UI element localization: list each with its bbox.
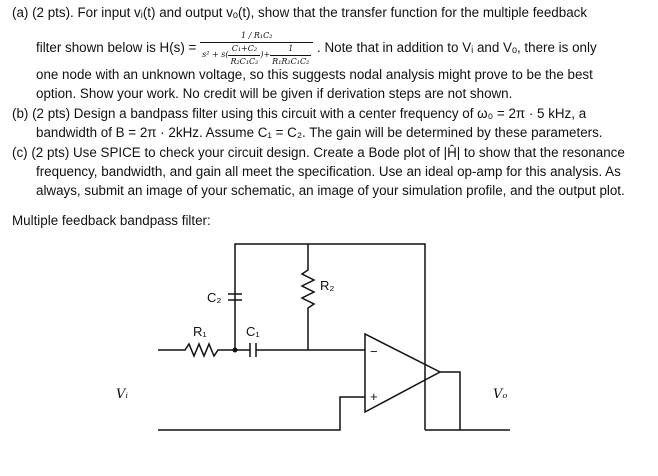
r2-label: R₂ [320, 278, 334, 293]
tf-den-prefix: s² + s [202, 50, 226, 59]
tf-num-value: 1 / R₁C₂ [240, 31, 273, 40]
c1-label: C₁ [246, 324, 260, 339]
output-wire [425, 371, 461, 431]
tf-paren-num: C₁+C₂ [228, 43, 261, 56]
circuit-diagram: C₂ R₂ R₁ C₁ − + Vᵢ Vₒ [116, 243, 510, 431]
transfer-function-prefix: filter shown below is H(s) = [36, 40, 197, 56]
tf-paren-den: R₂C₁C₂ [230, 57, 259, 66]
r2-resistor [300, 244, 316, 344]
part-a-line-1: (a) (2 pts). For input vᵢ(t) and output … [12, 5, 588, 20]
vo-label: Vₒ [493, 387, 507, 402]
transfer-function-suffix: . Note that in addition to Vᵢ and Vₒ, th… [317, 40, 597, 56]
part-b-line-2: bandwidth of B = 2π · 2kHz. Assume C₁ = … [36, 125, 603, 140]
part-b-line-1: (b) (2 pts) Design a bandpass filter usi… [12, 106, 587, 121]
feedback-top-wire [234, 243, 426, 430]
tf-const-num: 1 [270, 43, 312, 56]
opamp-minus-label: − [370, 344, 378, 359]
r1-label: R₁ [193, 324, 207, 339]
plus-input-wire [158, 396, 365, 431]
r1-resistor [158, 342, 245, 358]
transfer-function-numerator: 1 / R₁C₂ [200, 30, 314, 43]
opamp-triangle [364, 332, 442, 414]
c2-label: C₂ [207, 290, 221, 305]
part-c-line-3: always, submit an image of your schemati… [36, 183, 625, 198]
opamp-plus-label: + [370, 389, 378, 404]
part-c-line-1: (c) (2 pts) Use SPICE to check your circ… [12, 145, 625, 160]
circuit-caption: Multiple feedback bandpass filter: [12, 213, 211, 228]
part-c-line-2: frequency, bandwidth, and gain all meet … [36, 164, 621, 179]
c2-node-dot [232, 347, 238, 353]
vi-label: Vᵢ [116, 387, 128, 402]
part-a-line-2: filter shown below is H(s) = 1 / R₁C₂ s²… [36, 30, 597, 67]
part-a-line-4: option. Show your work. No credit will b… [36, 86, 513, 101]
part-a-line-3: one node with an unknown voltage, so thi… [36, 67, 593, 82]
tf-const-den: R₁R₂C₁C₂ [272, 57, 310, 66]
